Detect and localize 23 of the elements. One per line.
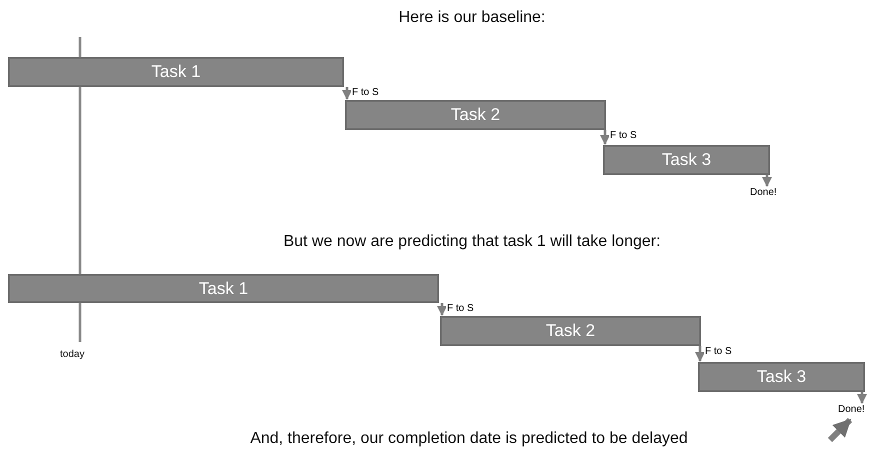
arrow xyxy=(857,392,867,404)
edge-label: F to S xyxy=(351,87,380,98)
arrow xyxy=(695,346,705,362)
note-text: But we now are predicting that task 1 will take longer: xyxy=(283,233,661,251)
title: Here is our baseline: xyxy=(398,9,546,27)
arrow xyxy=(828,418,852,442)
end-label: Done! xyxy=(838,404,865,416)
note-text: And, therefore, our completion date is predicted to be delayed xyxy=(250,430,688,448)
arrow xyxy=(342,87,352,100)
edge-label: F to S xyxy=(704,346,733,357)
edge-label: F to S xyxy=(609,130,638,141)
task-bar: Task 2 xyxy=(345,100,606,130)
task-bar: Task 3 xyxy=(698,362,865,392)
task-bar: Task 3 xyxy=(603,145,770,175)
task-bar: Task 1 xyxy=(8,274,439,303)
edge-label: F to S xyxy=(446,303,475,314)
arrow xyxy=(600,130,610,145)
end-label: Done! xyxy=(750,187,777,199)
task-bar: Task 1 xyxy=(8,57,344,87)
arrow xyxy=(762,175,772,187)
task-bar: Task 2 xyxy=(440,316,701,346)
arrow xyxy=(437,303,447,316)
today-label: today xyxy=(60,348,84,362)
